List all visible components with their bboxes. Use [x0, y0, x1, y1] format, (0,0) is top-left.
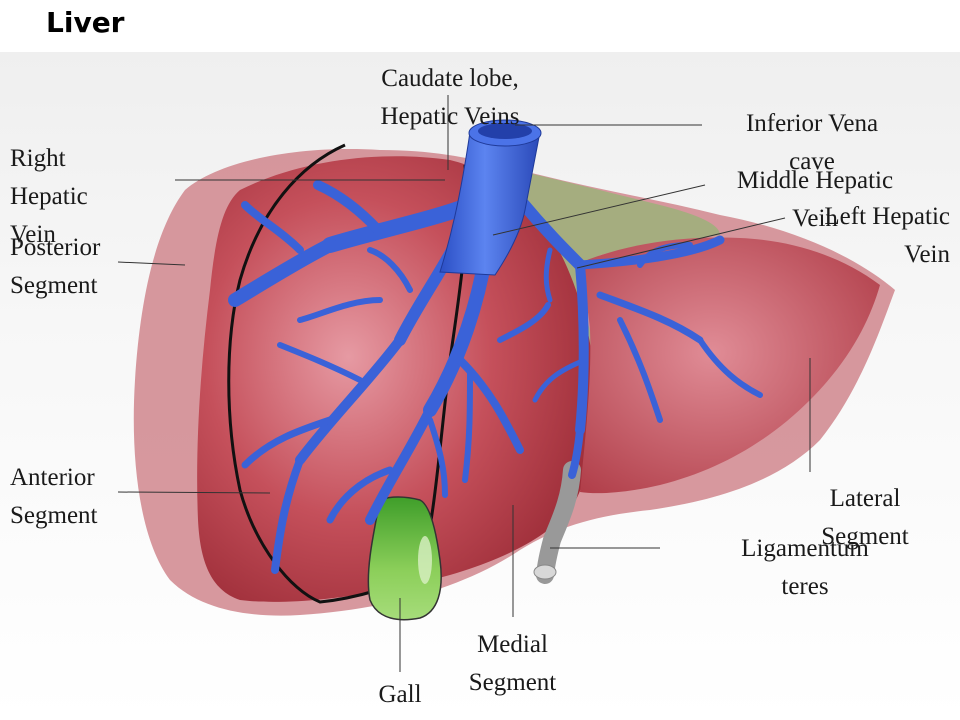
label-gall: Gall — [378, 681, 422, 708]
inferior-vena-cava — [439, 131, 541, 276]
label-medial-segment: Medial Segment — [468, 631, 557, 696]
label-inferior-vena-cava: Inferior Vena cave — [745, 110, 879, 175]
gallbladder — [367, 496, 442, 621]
hepatic-veins — [228, 180, 763, 574]
label-middle-hepatic-vein: Middle Hepatic Vein — [736, 167, 894, 232]
label-left-hepatic-vein: Left Hepatic Vein — [824, 203, 950, 268]
label-caudate-lobe: Caudate lobe, Hepatic Veins — [380, 65, 520, 130]
ligamentum-end — [533, 564, 557, 580]
slide-title: Liver — [46, 6, 125, 39]
left-lobe — [575, 237, 880, 494]
label-ligamentum-teres: Ligamentum teres — [741, 535, 869, 600]
leader-lines — [117, 95, 811, 672]
title-bar: Liver — [0, 0, 960, 52]
label-lateral-segment: Lateral Segment — [821, 485, 909, 550]
label-posterior-segment: Posterior Segment — [10, 234, 101, 299]
label-right-hepatic-vein: Right Hepatic Vein — [10, 145, 88, 248]
ivc-lumen — [478, 123, 532, 139]
label-anterior-segment: Anterior Segment — [10, 464, 98, 529]
gallbladder-highlight — [418, 536, 432, 584]
